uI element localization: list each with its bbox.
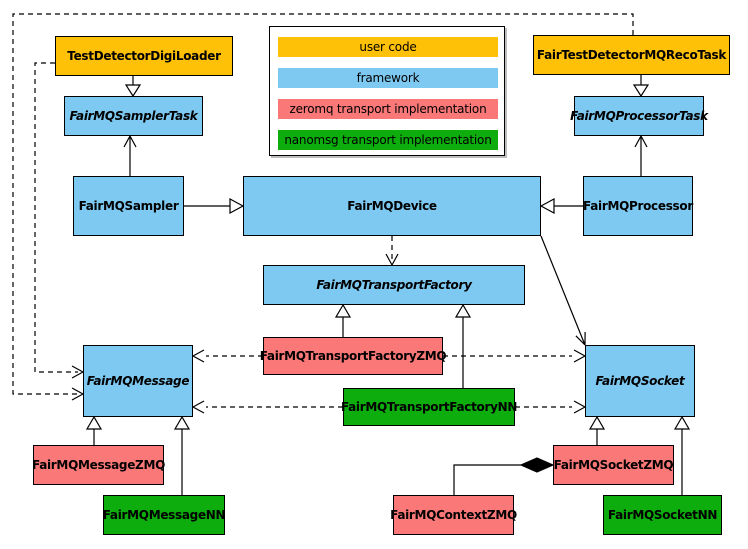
edge-digiloader-samplertask-inheritance bbox=[124, 76, 142, 98]
node-fairmqprocessor: FairMQProcessor bbox=[583, 176, 693, 236]
node-label: FairMQProcessorTask bbox=[570, 109, 708, 123]
node-label: FairMQMessageNN bbox=[102, 508, 226, 522]
edge-digiloader-to-message-dashed bbox=[34, 62, 78, 373]
edge-device-factory-dashed bbox=[385, 236, 399, 266]
edge-processor-device-inheritance bbox=[539, 197, 583, 215]
node-fairtestdetectormqrecotask: FairTestDetectorMQRecoTask bbox=[533, 35, 730, 75]
legend-label: zeromq transport implementation bbox=[289, 102, 487, 116]
edge-factoryzmq-socket-dashed bbox=[443, 349, 586, 363]
node-fairmqtransportfactorynn: FairMQTransportFactoryNN bbox=[340, 388, 518, 426]
edge-contextzmq-socketzmq-composition bbox=[453, 457, 555, 495]
node-fairmqsampler: FairMQSampler bbox=[73, 176, 184, 236]
node-label: TestDetectorDigiLoader bbox=[67, 49, 221, 63]
node-label: FairMQDevice bbox=[347, 199, 437, 213]
node-label: FairMQSampler bbox=[78, 199, 179, 213]
edge-sampler-samplertask-arrow bbox=[123, 135, 137, 176]
edge-factoryzmq-message-dashed bbox=[192, 349, 263, 363]
edge-digiloader-to-message-arrowhead bbox=[71, 365, 84, 379]
node-fairmqcontextzmq: FairMQContextZMQ bbox=[390, 495, 517, 535]
node-label: FairMQMessageZMQ bbox=[32, 458, 166, 472]
edge-messagenn-message-inheritance bbox=[173, 415, 191, 495]
node-fairmqmessage: FairMQMessage bbox=[83, 345, 193, 417]
node-fairmqmessagezmq: FairMQMessageZMQ bbox=[32, 445, 166, 485]
edge-processor-processortask-arrow bbox=[634, 135, 648, 176]
edge-socketnn-socket-inheritance bbox=[673, 415, 691, 495]
edge-factoryzmq-factory-inheritance bbox=[334, 303, 352, 337]
edge-factorynn-socket-dashed bbox=[515, 400, 586, 414]
node-label: FairTestDetectorMQRecoTask bbox=[536, 48, 727, 62]
edge-recotask-processortask-inheritance bbox=[632, 75, 650, 98]
node-fairmqsocketnn: FairMQSocketNN bbox=[603, 495, 722, 535]
legend-label: framework bbox=[356, 71, 420, 85]
node-label: FairMQSocketZMQ bbox=[553, 458, 674, 472]
node-fairmqtransportfactory: FairMQTransportFactory bbox=[263, 265, 525, 305]
edge-device-socket-arrow bbox=[540, 235, 586, 346]
legend-item-user-code: user code bbox=[278, 37, 498, 57]
edge-recotask-to-message-dashed bbox=[12, 13, 634, 395]
node-label: FairMQSocket bbox=[595, 374, 685, 388]
node-fairmqtransportfactoryzmq: FairMQTransportFactoryZMQ bbox=[260, 337, 447, 375]
edge-factorynn-factory-inheritance bbox=[454, 303, 472, 388]
node-label: FairMQSamplerTask bbox=[69, 109, 198, 123]
legend: user code framework zeromq transport imp… bbox=[269, 26, 505, 156]
node-label: FairMQTransportFactory bbox=[316, 278, 472, 292]
node-testdetectordigiloader: TestDetectorDigiLoader bbox=[55, 36, 233, 76]
node-fairmqsocket: FairMQSocket bbox=[585, 345, 695, 417]
node-label: FairMQContextZMQ bbox=[390, 508, 517, 522]
edge-sampler-device-inheritance bbox=[184, 197, 245, 215]
node-fairmqsamplertask: FairMQSamplerTask bbox=[64, 96, 203, 136]
edge-socketzmq-socket-inheritance bbox=[588, 415, 606, 445]
edge-factorynn-message-dashed bbox=[192, 400, 343, 414]
node-label: FairMQTransportFactoryNN bbox=[340, 400, 518, 414]
node-fairmqmessagenn: FairMQMessageNN bbox=[102, 495, 226, 535]
edge-messagezmq-message-inheritance bbox=[85, 415, 103, 445]
edge-recotask-to-message-arrowhead bbox=[71, 387, 84, 401]
node-fairmqprocessortask: FairMQProcessorTask bbox=[570, 96, 708, 136]
legend-item-nanomsg: nanomsg transport implementation bbox=[278, 130, 498, 150]
node-label: FairMQMessage bbox=[86, 374, 190, 388]
legend-label: user code bbox=[359, 40, 417, 54]
legend-item-zeromq: zeromq transport implementation bbox=[278, 99, 498, 119]
node-fairmqsocketzmq: FairMQSocketZMQ bbox=[553, 445, 674, 485]
legend-label: nanomsg transport implementation bbox=[284, 133, 492, 147]
node-label: FairMQProcessor bbox=[583, 199, 693, 213]
legend-item-framework: framework bbox=[278, 68, 498, 88]
node-fairmqdevice: FairMQDevice bbox=[243, 176, 541, 236]
node-label: FairMQSocketNN bbox=[607, 508, 718, 522]
node-label: FairMQTransportFactoryZMQ bbox=[259, 349, 447, 363]
